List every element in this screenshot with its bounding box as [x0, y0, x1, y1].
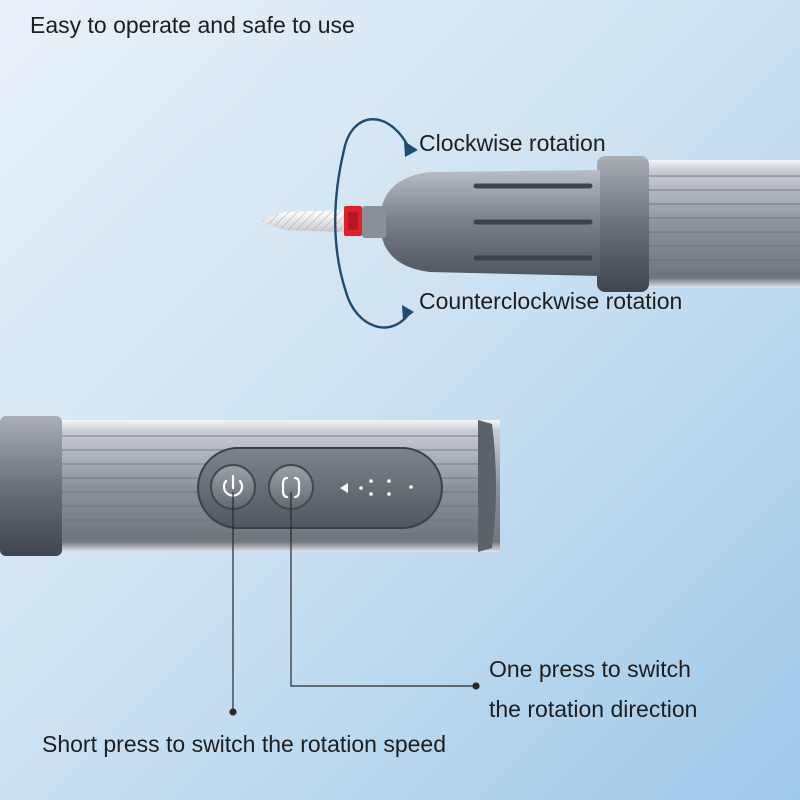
- rotation-arrows: [334, 118, 418, 329]
- drill-head: [262, 156, 800, 292]
- direction-callout-line: [290, 492, 480, 690]
- rotation-ellipse-top: [342, 118, 412, 151]
- drill-chuck: [362, 206, 386, 238]
- rotate-direction-icon: [281, 476, 301, 499]
- direction-callout-line2: the rotation direction: [489, 696, 698, 722]
- headline: Easy to operate and safe to use: [30, 12, 355, 38]
- speed-indicator: [340, 479, 413, 496]
- handle-cap: [0, 416, 62, 556]
- clockwise-label: Clockwise rotation: [419, 130, 606, 156]
- clockwise-arrow-icon: [404, 141, 418, 157]
- control-panel: [197, 447, 443, 529]
- speed-callout-line: [229, 492, 237, 716]
- drill-ring: [597, 156, 649, 292]
- rotation-ellipse-bottom: [334, 149, 412, 329]
- drill-body-top: [645, 160, 800, 288]
- direction-callout-line1: One press to switch: [489, 656, 691, 682]
- handle-end: [478, 420, 496, 552]
- counterclockwise-label: Counterclockwise rotation: [419, 288, 683, 314]
- speed-indicator-arrow-icon: [340, 483, 348, 493]
- counterclockwise-arrow-icon: [402, 305, 414, 320]
- speed-callout-text: Short press to switch the rotation speed: [42, 731, 446, 757]
